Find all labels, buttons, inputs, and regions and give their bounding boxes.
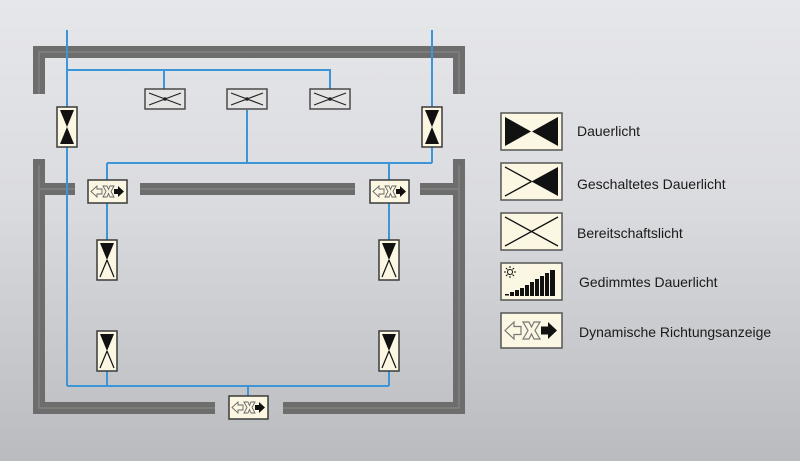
standby-light-icon (500, 212, 563, 251)
legend-label-gedimmtes-dauerlicht: Gedimmtes Dauerlicht (579, 274, 718, 290)
switched-maintained-light-fixture (378, 239, 400, 281)
wiring (66, 30, 433, 396)
dynamic-direction-sign (369, 179, 410, 204)
maintained-light-fixture (56, 106, 78, 148)
standby-light-fixture (144, 88, 186, 110)
legend-label-bereitschaftslicht: Bereitschaftslicht (577, 225, 683, 241)
switched-maintained-light-fixture (96, 239, 118, 281)
wall-highlights (38, 51, 460, 409)
dynamic-direction-sign-icon (500, 312, 563, 349)
legend-label-dauerlicht: Dauerlicht (577, 123, 641, 139)
switched-maintained-light-icon (500, 162, 563, 201)
standby-light-fixture (309, 88, 351, 110)
maintained-light-fixture (421, 106, 443, 148)
legend-label-geschaltetes-dauerlicht: Geschaltetes Dauerlicht (577, 176, 726, 192)
maintained-light-icon (500, 112, 563, 151)
dynamic-direction-sign (228, 395, 269, 420)
switched-maintained-light-fixture (378, 330, 400, 372)
dimmed-maintained-light-icon (500, 262, 563, 301)
switched-maintained-light-fixture (96, 330, 118, 372)
dynamic-direction-sign (87, 179, 128, 204)
legend-label-dynamische-richtungsanzeige: Dynamische Richtungsanzeige (579, 324, 772, 340)
standby-light-fixture (226, 88, 268, 110)
